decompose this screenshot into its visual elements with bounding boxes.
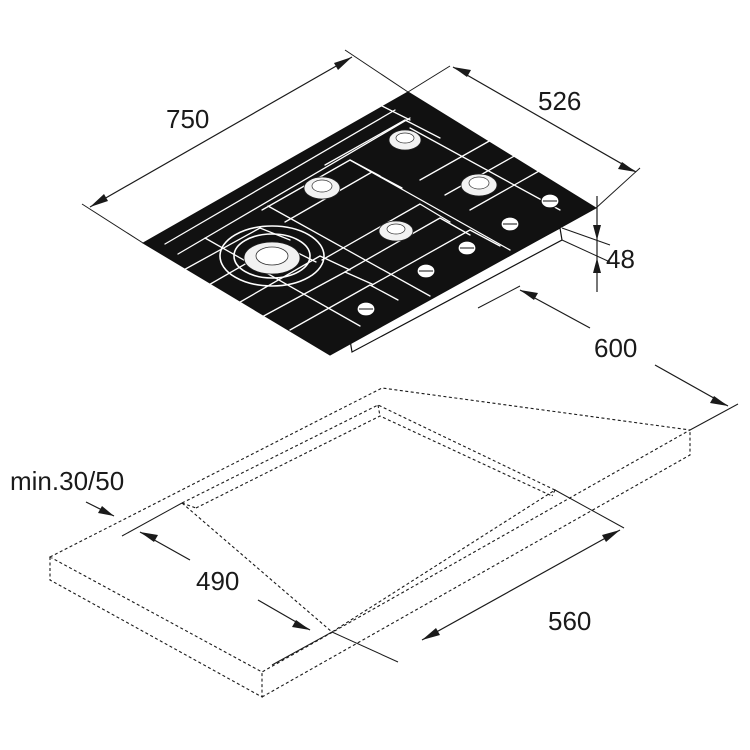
burner-wok	[219, 225, 325, 287]
dim-cutout-600	[477, 285, 739, 431]
gas-hob	[142, 91, 597, 356]
knob-1	[356, 301, 376, 317]
cutout-outer	[181, 404, 557, 633]
dim-cutout-490	[121, 502, 333, 666]
dim-cutout-560	[331, 489, 625, 663]
label-cutout-490: 490	[196, 566, 239, 596]
knob-4	[500, 216, 520, 232]
label-cutout-600: 600	[594, 333, 637, 363]
pan-supports	[164, 104, 576, 331]
countertop	[48, 387, 692, 698]
knob-3	[457, 240, 477, 256]
burner-rear-left	[303, 176, 341, 200]
control-knobs	[356, 193, 560, 317]
dim-clearance	[85, 501, 115, 517]
countertop-front-edge	[49, 557, 263, 698]
knob-2	[416, 263, 436, 279]
dim-height-48	[561, 196, 611, 292]
burner-front-center	[378, 220, 414, 242]
dim-width-750	[81, 49, 409, 244]
label-cutout-560: 560	[548, 606, 591, 636]
burner-rear-center	[388, 129, 422, 151]
label-width-750: 750	[166, 104, 209, 134]
dim-depth-526	[407, 65, 641, 209]
knob-5	[540, 193, 560, 209]
countertop-top-face	[48, 387, 692, 673]
label-depth-526: 526	[538, 86, 581, 116]
cutout-inner	[195, 415, 553, 509]
label-clearance: min.30/50	[10, 466, 124, 496]
label-height-48: 48	[606, 244, 635, 274]
countertop-side-edge	[261, 430, 691, 698]
burner-right	[460, 173, 498, 197]
